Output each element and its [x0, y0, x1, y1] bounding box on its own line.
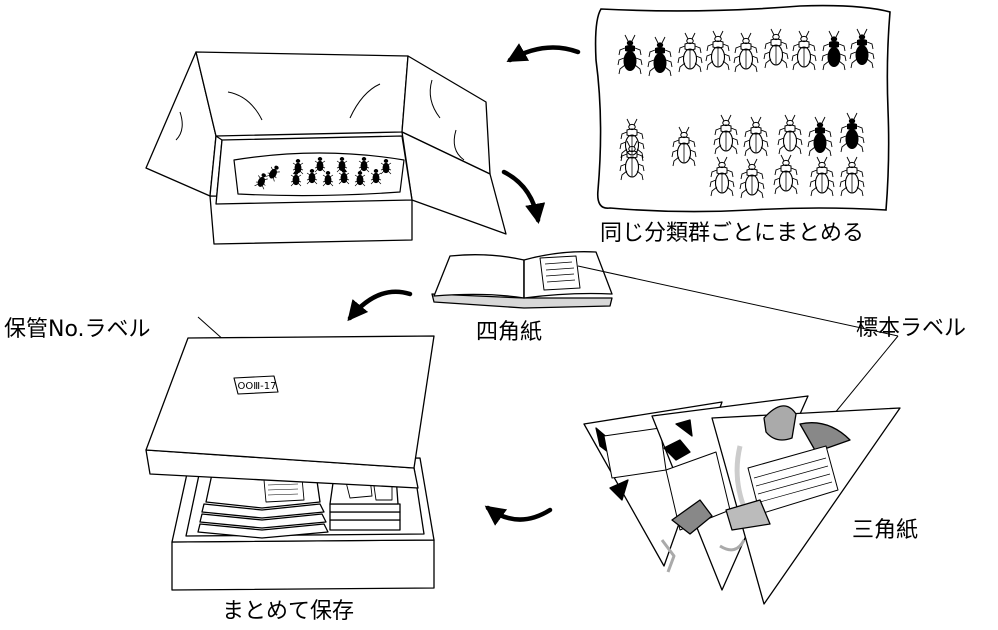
box-tag-text: OOⅢ-17: [238, 381, 277, 392]
square-paper-illustration: [431, 251, 613, 309]
label-specimen-label: 標本ラベル: [856, 316, 967, 341]
label-triangle-paper: 三角紙: [852, 518, 919, 543]
triangle-papers: [583, 395, 901, 605]
storage-box: [145, 335, 435, 591]
label-storage-no: 保管No.ラベル: [4, 317, 151, 342]
specimen-sheet-illustration: [594, 4, 891, 213]
arrow-square-paper-to-storage: [347, 289, 413, 322]
arrow-triangle-to-storage: [484, 505, 553, 526]
label-store-together: まとめて保存: [222, 599, 355, 624]
open-folding-box: [145, 51, 507, 245]
stack-square-papers: [197, 473, 329, 539]
arrow-sheet-to-box: [506, 43, 581, 63]
flow-arrows: [347, 43, 581, 526]
stack-triangle-papers: [329, 466, 401, 531]
arrow-box-to-square-paper: [501, 169, 546, 224]
label-square-paper: 四角紙: [476, 320, 543, 345]
label-sort-by-group: 同じ分類群ごとにまとめる: [600, 221, 865, 246]
